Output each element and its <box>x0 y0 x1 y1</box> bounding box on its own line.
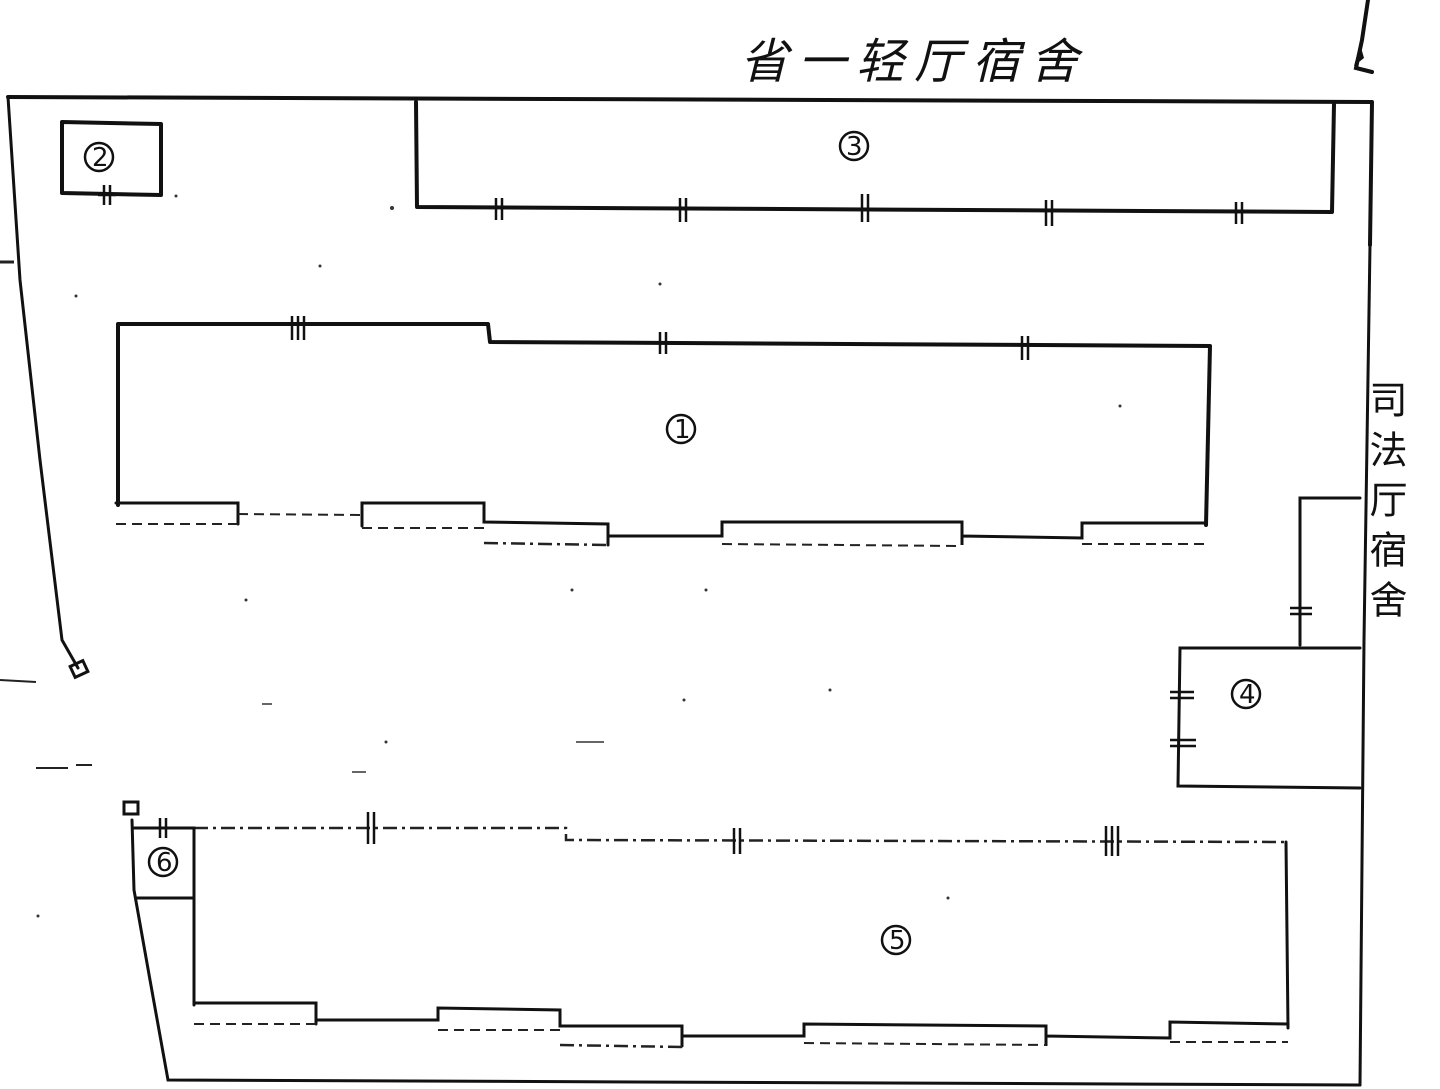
compound-boundary <box>6 95 1374 1087</box>
label-4: 4 <box>1239 680 1256 710</box>
title-top: 省一轻厅宿舍 <box>740 34 1088 90</box>
title-right: 司法厅宿舍 <box>1363 380 1407 630</box>
building-4: 4 <box>1170 496 1362 790</box>
label-2: 2 <box>92 143 109 173</box>
svg-text:司法厅宿舍: 司法厅宿舍 <box>1363 380 1407 630</box>
building-2: 2 <box>60 120 163 205</box>
building-6: 6 <box>132 818 196 900</box>
label-1: 1 <box>674 415 691 445</box>
label-6: 6 <box>156 848 173 878</box>
building-3: 3 <box>414 100 1336 226</box>
label-3: 3 <box>846 132 863 162</box>
label-5: 5 <box>889 926 906 956</box>
north-arrow-icon <box>1353 0 1374 74</box>
building-1: 1 <box>114 316 1212 547</box>
scan-marks <box>0 194 1122 918</box>
building-5: 5 <box>192 812 1290 1049</box>
